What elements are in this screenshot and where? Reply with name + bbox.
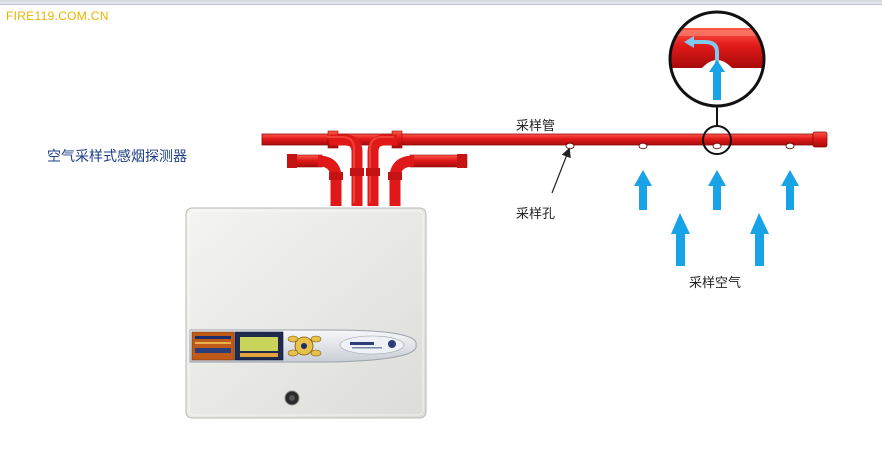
air-label: 采样空气 [689,276,742,291]
keypad [287,335,322,357]
magnified-view [668,10,766,108]
lcd-display [240,337,278,351]
air-flow-arrows [634,170,799,266]
inlet-pipes [287,134,468,206]
air-arrow [671,213,690,266]
sampling-hole [712,142,722,150]
diagram-title: 空气采样式感烟探测器 [47,149,187,165]
site-watermark: FIRE119.COM.CN [6,9,109,23]
air-arrow [634,170,652,210]
sampling-hole [565,142,575,150]
air-arrow [781,170,799,210]
pipe-end-cap [812,131,828,148]
air-arrow [708,170,726,210]
sampling-hole [638,142,648,150]
hole-pointer-arrow [551,147,571,194]
window-top-edge [0,0,882,5]
pipe-label: 采样管 [516,119,556,134]
detector-unit [185,207,427,419]
air-arrow [750,213,769,266]
hole-label: 采样孔 [516,207,556,222]
sampling-hole [785,142,795,150]
sampling-holes [565,142,795,150]
